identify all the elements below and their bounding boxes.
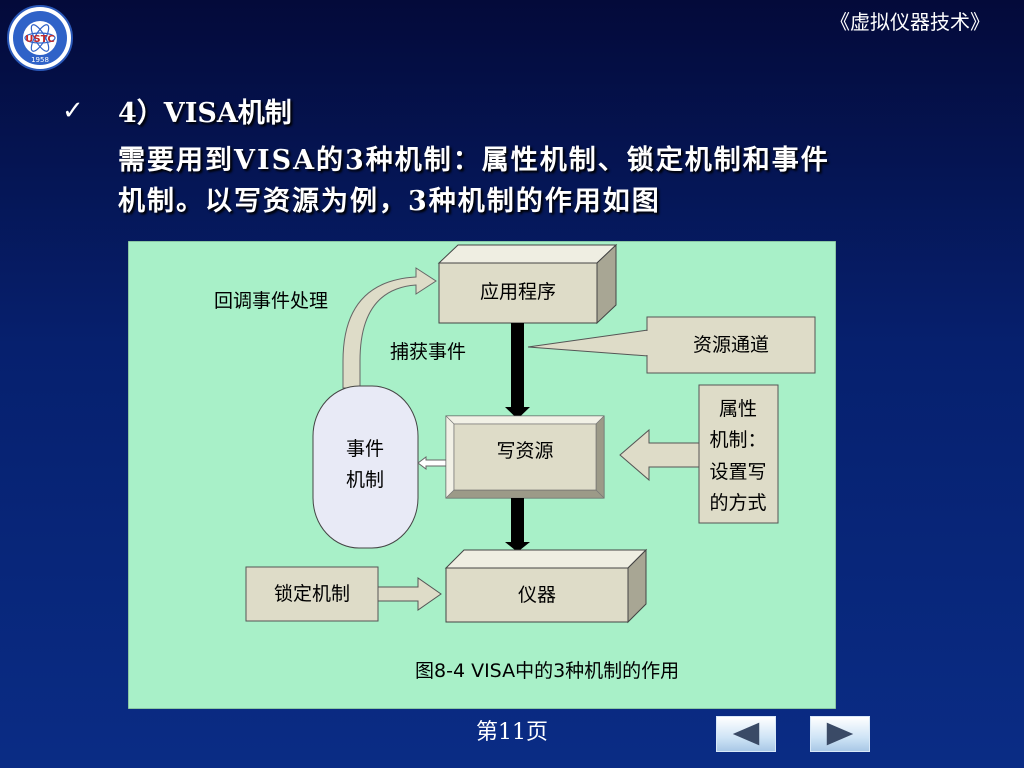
left-arrow-icon — [732, 722, 760, 746]
attr-label-3: 设置写 — [709, 461, 766, 483]
previous-slide-button[interactable] — [716, 716, 776, 752]
diagram-caption: 图8-4 VISA中的3种机制的作用 — [415, 660, 679, 682]
lock-mechanism-box: 锁定机制 — [245, 566, 379, 622]
attr-label-2: 机制： — [709, 429, 766, 451]
visa-mechanism-diagram: 回调事件处理 应用程序 捕获事件 资源通道 事件 机制 写资源 — [128, 241, 836, 709]
checkmark-icon: ✓ — [62, 96, 84, 126]
callback-label: 回调事件处理 — [214, 290, 328, 312]
lock-arrow — [377, 577, 442, 611]
university-logo: USTC 1958 — [7, 5, 73, 71]
event-label-2: 机制 — [346, 469, 384, 491]
flow-arrow-bottom — [505, 498, 530, 552]
write-resource-label: 写资源 — [496, 440, 553, 462]
instrument-box: 仪器 — [444, 548, 648, 624]
application-box: 应用程序 — [437, 243, 618, 325]
application-label: 应用程序 — [480, 281, 556, 303]
resource-channel-callout: 资源通道 — [527, 316, 816, 374]
slide-heading: 4）VISA机制 — [118, 98, 292, 129]
right-arrow-icon — [826, 722, 854, 746]
svg-text:USTC: USTC — [25, 34, 54, 45]
slide-body: 需要用到VISA的3种机制：属性机制、锁定机制和事件 机制。以写资源为例，3种机… — [118, 140, 958, 222]
event-mechanism-shape: 事件 机制 — [312, 385, 419, 549]
flow-arrow-top — [505, 323, 530, 419]
capture-event-label: 捕获事件 — [390, 341, 466, 363]
course-title: 《虚拟仪器技术》 — [830, 10, 990, 34]
lock-label: 锁定机制 — [274, 583, 350, 605]
svg-text:1958: 1958 — [31, 56, 49, 64]
page-number: 第11页 — [476, 720, 548, 745]
body-line-2: 机制。以写资源为例，3种机制的作用如图 — [118, 186, 661, 217]
body-line-1: 需要用到VISA的3种机制：属性机制、锁定机制和事件 — [118, 145, 830, 176]
attr-label-1: 属性 — [719, 398, 757, 420]
write-resource-box: 写资源 — [445, 415, 605, 499]
next-slide-button[interactable] — [810, 716, 870, 752]
attribute-mechanism-box: 属性 机制： 设置写 的方式 — [698, 384, 779, 524]
attr-label-4: 的方式 — [709, 492, 766, 514]
instrument-label: 仪器 — [518, 584, 556, 606]
event-label-1: 事件 — [346, 438, 384, 460]
resource-channel-label: 资源通道 — [693, 334, 769, 356]
attribute-arrow — [619, 428, 700, 482]
callback-arrow — [342, 267, 437, 389]
